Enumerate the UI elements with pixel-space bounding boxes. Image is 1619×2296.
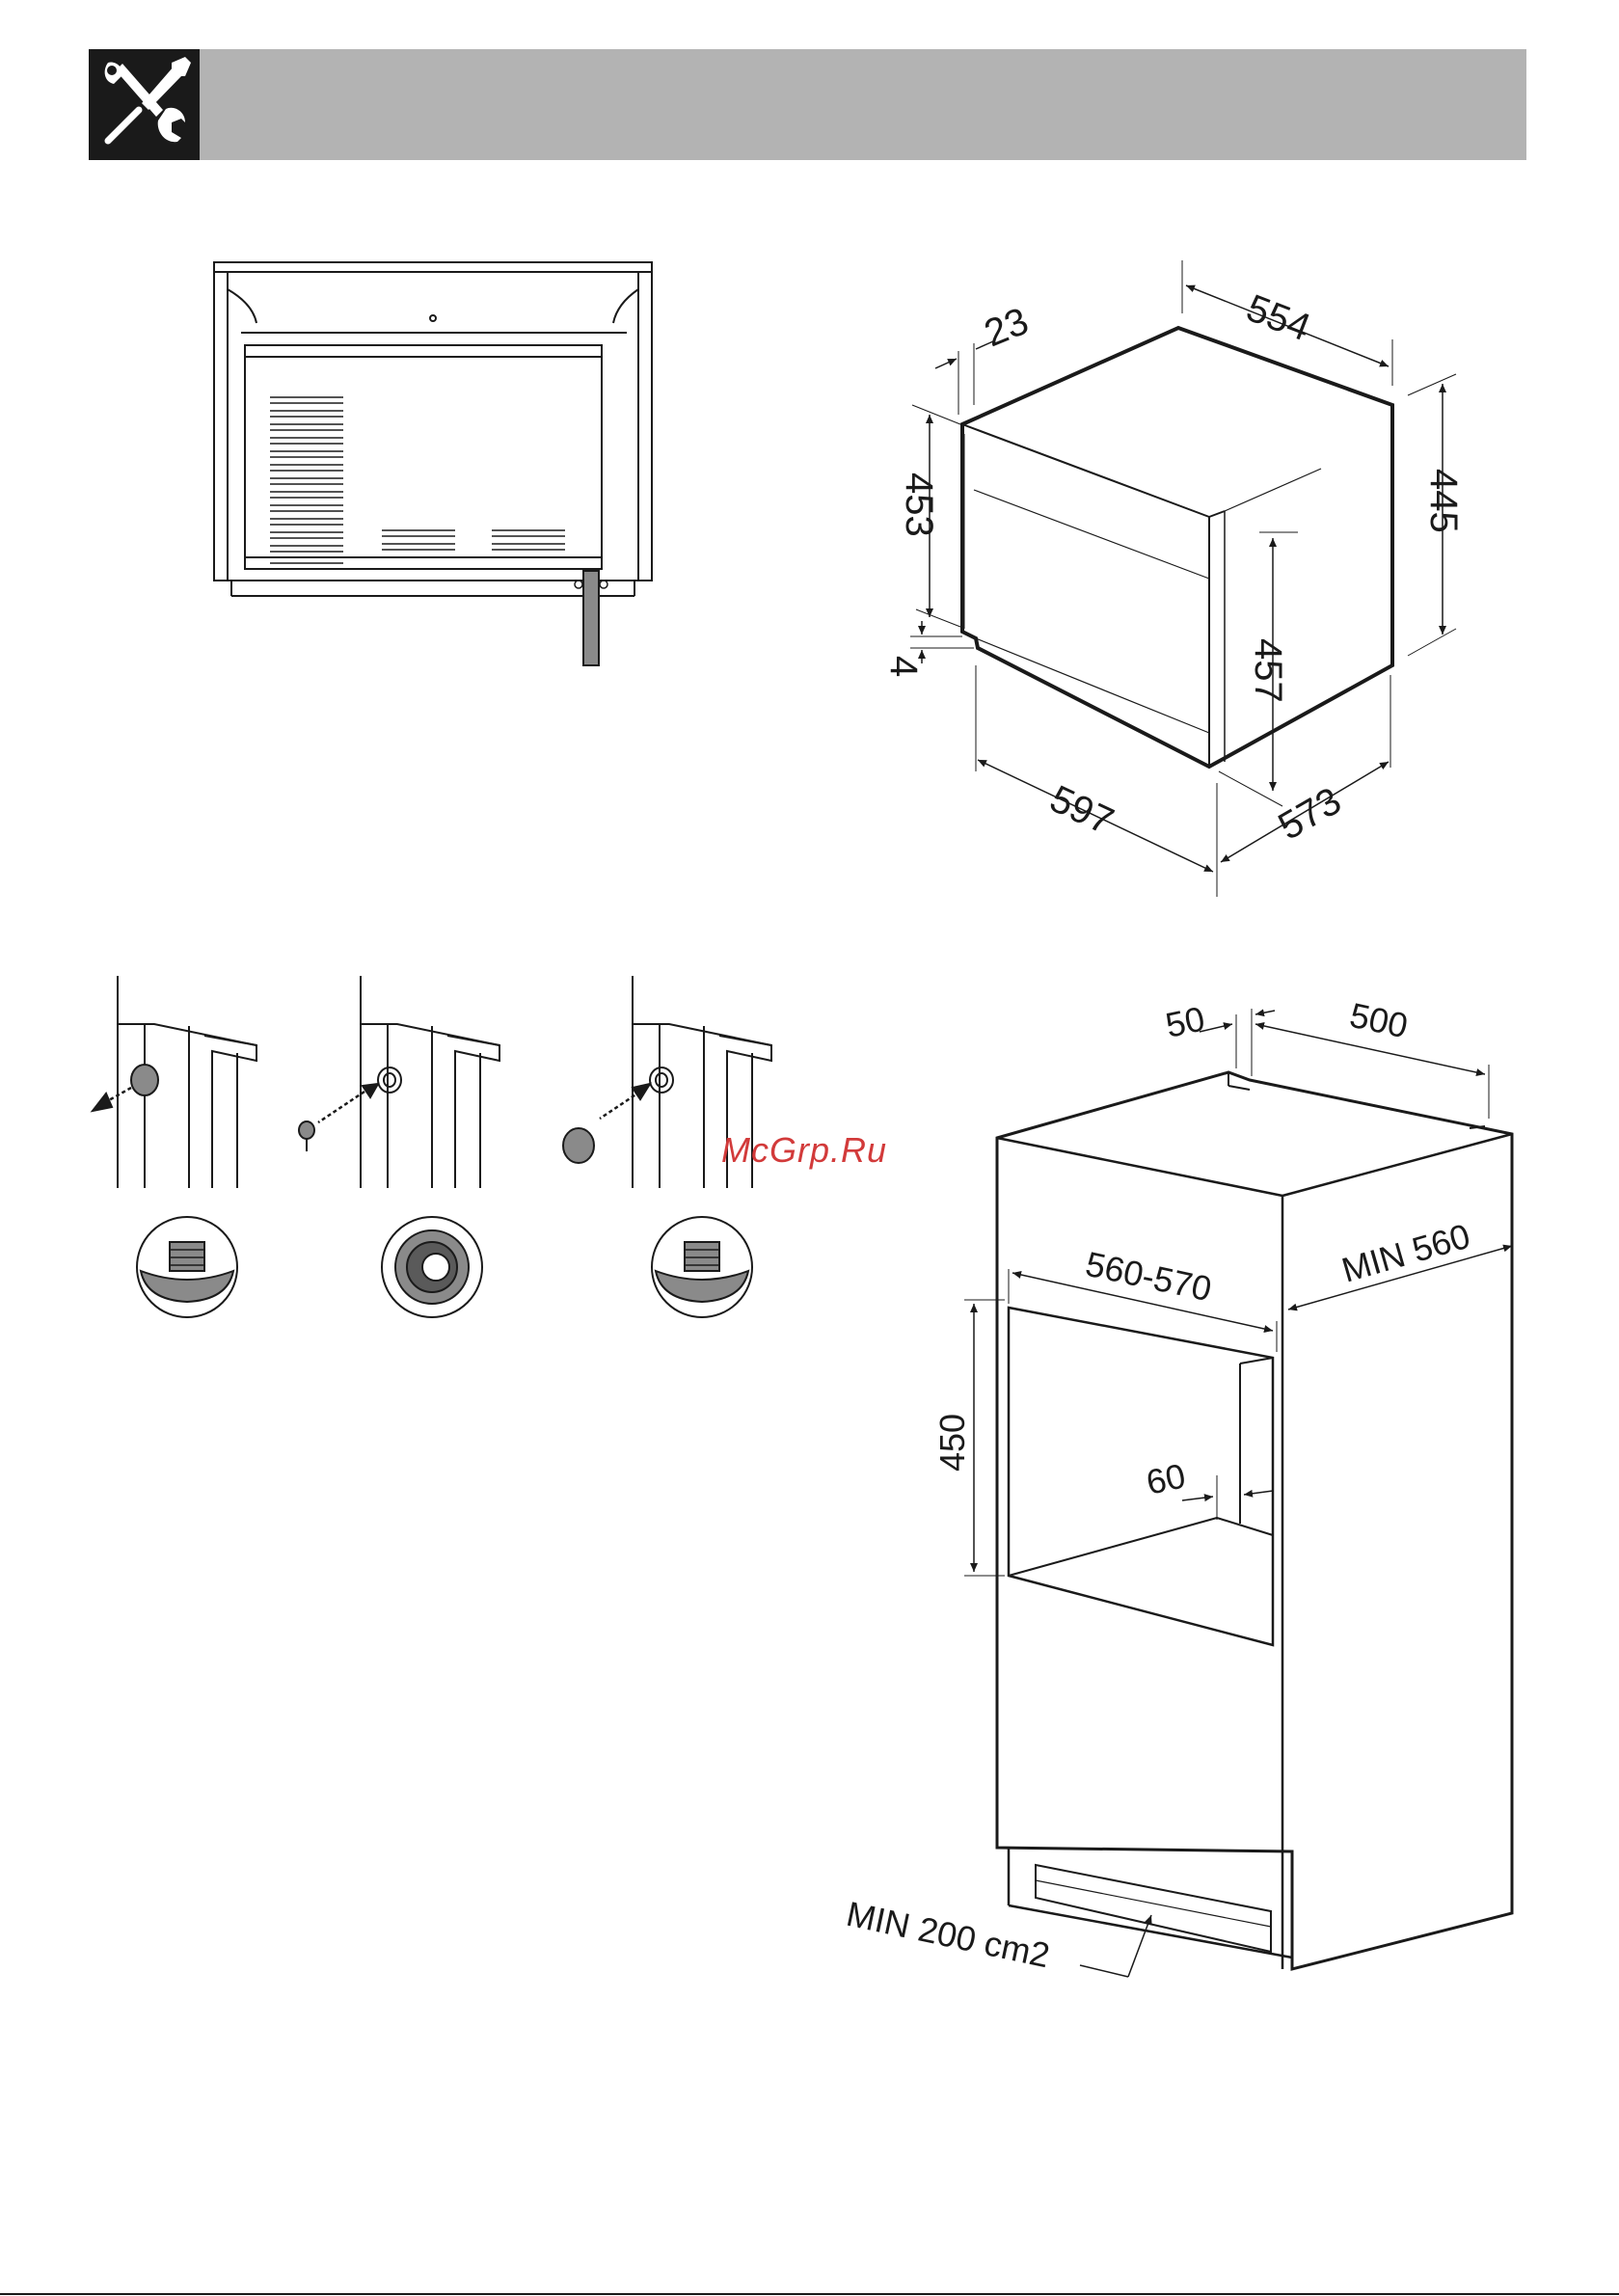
cabinet-3d-body <box>997 1072 1512 1969</box>
oven-3d-body <box>962 328 1392 767</box>
dim-445: 445 <box>1422 469 1465 533</box>
dim-597: 597 <box>1043 777 1120 843</box>
dim-453: 453 <box>898 473 940 537</box>
dim-457: 457 <box>1247 638 1289 703</box>
dim-60: 60 <box>1143 1455 1189 1501</box>
dim-450: 450 <box>932 1414 972 1472</box>
dim-4: 4 <box>882 656 925 677</box>
step-1-remove-cap <box>93 976 256 1317</box>
dim-min-200-cm2: MIN 200 cm2 <box>843 1894 1053 1976</box>
dim-500: 500 <box>1346 995 1411 1046</box>
dim-573: 573 <box>1272 779 1349 848</box>
watermark-text: McGrp.Ru <box>721 1130 887 1171</box>
power-cable <box>575 571 607 665</box>
dim-23: 23 <box>979 300 1035 355</box>
dim-554: 554 <box>1241 286 1316 349</box>
dim-50: 50 <box>1162 998 1208 1044</box>
step-2-insert-screw <box>299 976 499 1317</box>
rear-vent-slots <box>270 397 565 569</box>
